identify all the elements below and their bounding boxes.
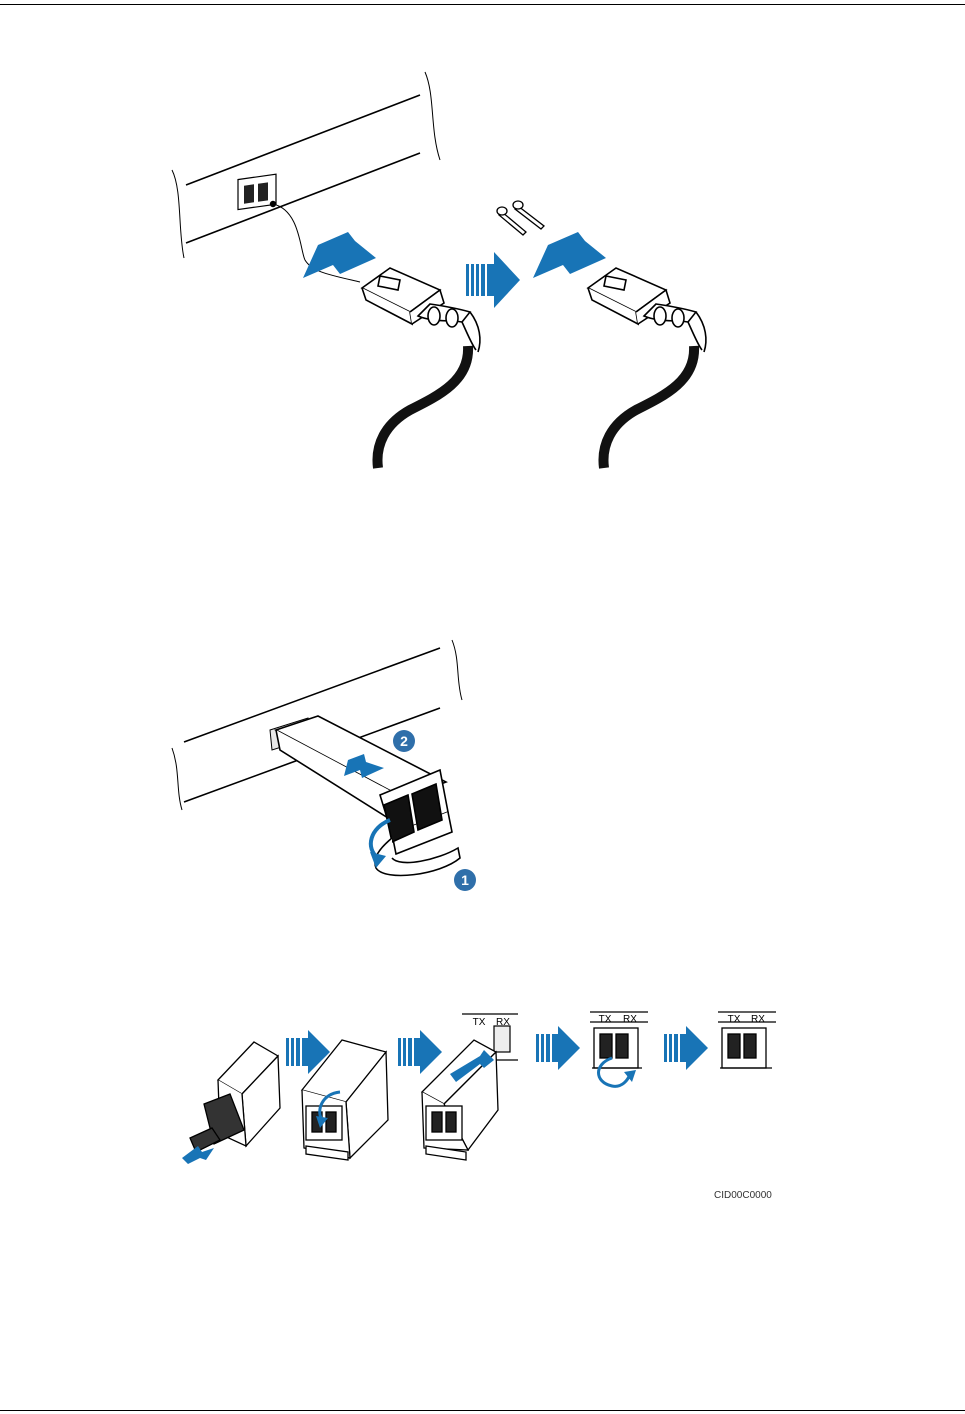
step-arrow-4-icon xyxy=(664,1026,708,1070)
dust-plug-icon xyxy=(497,201,544,235)
figure-module-replacement-sequence: TX RX TX xyxy=(0,1000,965,1185)
module-removal-illustration: 2 1 xyxy=(0,620,965,920)
module-sequence-illustration: TX RX TX xyxy=(0,1000,965,1180)
optical-module-icon xyxy=(270,716,460,875)
tx-label-2: TX xyxy=(599,1014,612,1025)
pull-cable-arrow-icon xyxy=(182,1146,214,1164)
figure-remove-optical-module: 2 1 xyxy=(0,620,965,925)
module-step4-icon xyxy=(592,1028,642,1068)
module-installed-icon xyxy=(720,1028,772,1068)
rx-label: RX xyxy=(496,1017,510,1028)
lc-connector-left-icon xyxy=(362,268,480,352)
pull-arrow-right-icon xyxy=(533,232,606,278)
optical-port-icon xyxy=(238,174,276,209)
lc-connector-right-icon xyxy=(588,268,706,352)
step-arrow-2-icon xyxy=(398,1030,442,1074)
module-step1-icon xyxy=(190,1042,280,1152)
step-arrow-icon xyxy=(466,252,520,308)
figure-remove-fiber-connector xyxy=(0,0,965,505)
tx-label: TX xyxy=(473,1017,486,1028)
footer-rule xyxy=(0,1410,965,1411)
pull-arrow-left-icon xyxy=(303,232,376,278)
rx-label-2: RX xyxy=(623,1014,637,1025)
fiber-removal-illustration xyxy=(0,0,965,500)
fiber-cable-right xyxy=(603,346,694,468)
figure-code: CID00C0000 xyxy=(714,1190,772,1201)
step-marker-2: 2 xyxy=(393,730,415,752)
rx-label-3: RX xyxy=(751,1014,765,1025)
fiber-cable-left xyxy=(377,346,468,468)
tx-label-3: TX xyxy=(728,1014,741,1025)
step-arrow-3-icon xyxy=(536,1026,580,1070)
step-marker-1-label: 1 xyxy=(461,872,469,888)
step-marker-1: 1 xyxy=(454,869,476,891)
device-panel xyxy=(172,72,440,258)
step-marker-2-label: 2 xyxy=(400,733,408,749)
